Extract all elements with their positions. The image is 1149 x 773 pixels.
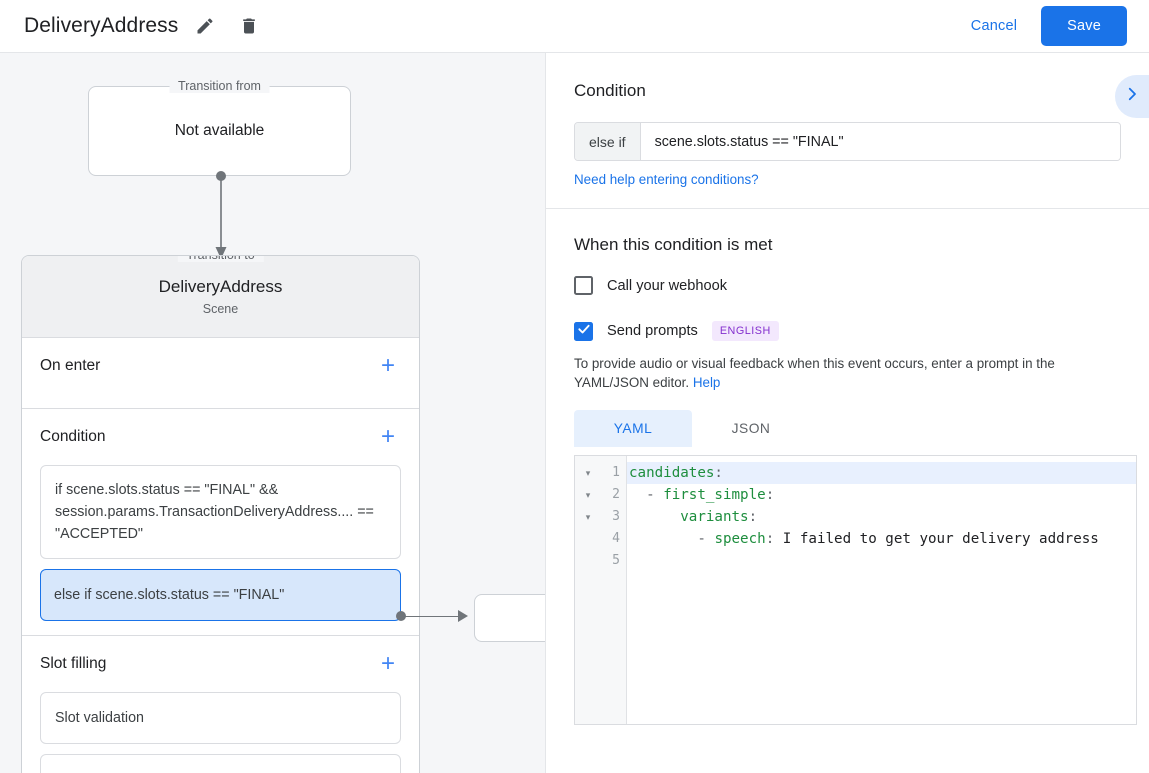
fold-marker[interactable]: ▾: [585, 467, 591, 478]
code-line[interactable]: [627, 550, 1136, 572]
line-number: 2: [612, 487, 620, 502]
yaml-value: I failed to get your delivery address: [774, 531, 1099, 547]
code-line[interactable]: - speech: I failed to get your delivery …: [627, 528, 1136, 550]
section-on-enter-header: On enter +: [40, 338, 401, 394]
send-prompts-row[interactable]: Send prompts ENGLISH: [574, 321, 1121, 341]
scene-name: DeliveryAddress: [158, 277, 283, 296]
line-number: 3: [612, 509, 620, 524]
panel-condition-block: Condition else if Need help entering con…: [546, 53, 1149, 209]
add-on-enter-button[interactable]: +: [375, 353, 401, 379]
next-node[interactable]: [474, 594, 545, 642]
code-line[interactable]: candidates:: [627, 462, 1136, 484]
yaml-colon: :: [765, 531, 775, 547]
delete-button[interactable]: [232, 9, 266, 43]
page-title: DeliveryAddress: [24, 14, 179, 37]
editor-format-tabs: YAML JSON: [574, 410, 1121, 447]
yaml-colon: :: [765, 487, 775, 503]
send-prompts-checkbox[interactable]: [574, 321, 593, 341]
slot-filling-item[interactable]: Slot validation: [40, 692, 401, 744]
condition-item[interactable]: if scene.slots.status == "FINAL" && sess…: [40, 465, 401, 559]
condition-help-link[interactable]: Need help entering conditions?: [574, 172, 759, 187]
section-condition-header: Condition +: [40, 409, 401, 465]
yaml-key: variants: [680, 509, 749, 525]
panel-condition-heading: Condition: [574, 81, 646, 100]
line-number: 1: [612, 465, 620, 480]
edit-button[interactable]: [188, 9, 222, 43]
code-line[interactable]: - first_simple:: [627, 484, 1136, 506]
flow-canvas[interactable]: Transition from Not available Transition…: [0, 53, 545, 773]
cancel-button[interactable]: Cancel: [957, 9, 1031, 43]
yaml-key: first_simple: [663, 487, 766, 503]
tab-json[interactable]: JSON: [731, 421, 771, 436]
flow-arrow-down: [214, 171, 228, 266]
section-slot-filling: Slot filling + Slot validation Transacti…: [22, 636, 419, 773]
section-condition: Condition + if scene.slots.status == "FI…: [22, 409, 419, 636]
transition-from-title: Not available: [174, 122, 265, 139]
expand-panel-button[interactable]: [1115, 75, 1149, 118]
yaml-key: speech: [714, 531, 766, 547]
transition-from-legend: Transition from: [169, 79, 270, 93]
editor-fold-column: ▾ ▾ ▾: [575, 456, 601, 724]
section-condition-title: Condition: [40, 428, 106, 445]
line-number: 4: [612, 531, 620, 546]
code-line[interactable]: variants:: [627, 506, 1136, 528]
pencil-icon: [195, 16, 215, 36]
prompts-helper-sentence: To provide audio or visual feedback when…: [574, 356, 1055, 390]
language-badge: ENGLISH: [711, 321, 779, 341]
connector-line: [404, 615, 462, 617]
webhook-row[interactable]: Call your webhook: [574, 276, 1121, 295]
fold-marker: [575, 550, 601, 572]
top-toolbar: DeliveryAddress Cancel Save: [0, 0, 1149, 53]
details-panel: Condition else if Need help entering con…: [545, 53, 1149, 773]
editor-code-area[interactable]: candidates: - first_simple: variants: - …: [627, 456, 1136, 724]
yaml-list-dash: -: [646, 487, 664, 503]
panel-actions-block: When this condition is met Call your web…: [546, 209, 1149, 725]
fold-marker[interactable]: ▾: [585, 489, 591, 500]
editor-line-numbers: 1 2 3 4 5: [601, 456, 627, 724]
prompts-help-link[interactable]: Help: [692, 375, 721, 390]
webhook-checkbox[interactable]: [574, 276, 593, 295]
yaml-key: candidates: [629, 465, 715, 481]
fold-marker[interactable]: ▾: [585, 511, 591, 522]
transition-from-node[interactable]: Transition from Not available: [88, 79, 351, 176]
prompts-helper-text: To provide audio or visual feedback when…: [574, 354, 1121, 392]
section-on-enter-title: On enter: [40, 357, 101, 374]
condition-input-row[interactable]: else if: [574, 122, 1121, 161]
section-slot-filling-title: Slot filling: [40, 655, 107, 672]
transition-to-legend: Transition to: [177, 256, 264, 262]
add-condition-button[interactable]: +: [375, 424, 401, 450]
check-icon: [577, 322, 591, 341]
add-slot-filling-button[interactable]: +: [375, 651, 401, 677]
save-button[interactable]: Save: [1041, 6, 1127, 46]
yaml-colon: :: [714, 465, 723, 481]
yaml-list-dash: -: [697, 531, 715, 547]
when-condition-met-heading: When this condition is met: [574, 235, 773, 254]
yaml-colon: :: [748, 509, 758, 525]
yaml-editor[interactable]: ▾ ▾ ▾ 1 2 3 4 5 candidates: - first_simp…: [574, 455, 1137, 725]
section-slot-filling-header: Slot filling +: [40, 636, 401, 692]
transition-to-node[interactable]: Transition to DeliveryAddress Scene On e…: [21, 255, 420, 773]
webhook-label: Call your webhook: [607, 277, 728, 294]
condition-expression-input[interactable]: [640, 123, 1120, 160]
send-prompts-label: Send prompts: [607, 323, 698, 339]
chevron-right-icon: [1123, 85, 1141, 108]
trash-icon: [239, 16, 259, 36]
line-number: 5: [612, 553, 620, 568]
connector-arrowhead: [458, 610, 468, 622]
section-on-enter: On enter +: [22, 338, 419, 409]
slot-filling-item[interactable]: TransactionDeliveryAddress: [40, 754, 401, 773]
tab-yaml[interactable]: YAML: [574, 410, 692, 447]
condition-prefix-label: else if: [575, 123, 641, 160]
scene-header: DeliveryAddress Scene: [22, 256, 419, 338]
connector-dot: [396, 611, 406, 621]
fold-marker: [575, 528, 601, 550]
scene-type: Scene: [202, 302, 239, 316]
condition-item-selected[interactable]: else if scene.slots.status == "FINAL": [40, 569, 401, 621]
